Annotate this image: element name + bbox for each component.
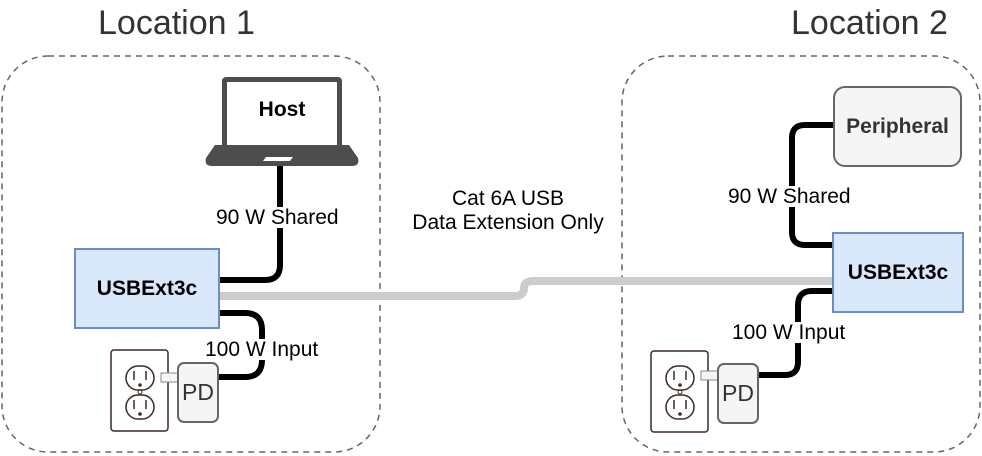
cat6a-link-label-line2: Data Extension Only [412, 211, 604, 235]
host-power-cable [219, 165, 283, 283]
location-2-pd-power-supply[interactable]: PD [717, 363, 759, 424]
cat6a-link-label-line1: Cat 6A USB [451, 187, 565, 210]
location-1-container [1, 55, 381, 453]
peripheral-power-cable [789, 122, 834, 248]
location-1-wall-outlet-icon [110, 349, 180, 432]
cat6a-link-label: Cat 6A USB Data Extension Only [388, 187, 628, 235]
location-2-title: Location 2 [791, 4, 948, 42]
location-2-input-power-label: 100 W Input [731, 321, 847, 344]
peripheral-box[interactable]: Peripheral [833, 86, 962, 167]
laptop-icon [205, 77, 359, 166]
location-1-shared-power-label: 90 W Shared [215, 206, 340, 229]
location-1-input-power-label: 100 W Input [204, 338, 320, 361]
location-1-usbext3c-box[interactable]: USBExt3c [74, 248, 220, 329]
location-2-container [621, 55, 981, 453]
location-2-usbext3c-box[interactable]: USBExt3c [832, 232, 964, 313]
cat6a-data-cable [219, 277, 834, 300]
location-1-title: Location 1 [98, 4, 255, 42]
location-2-shared-power-label: 90 W Shared [727, 185, 852, 208]
location-1-pd-power-supply[interactable]: PD [177, 362, 219, 423]
location-2-wall-outlet-icon [650, 350, 720, 433]
host-label: Host [258, 98, 306, 121]
